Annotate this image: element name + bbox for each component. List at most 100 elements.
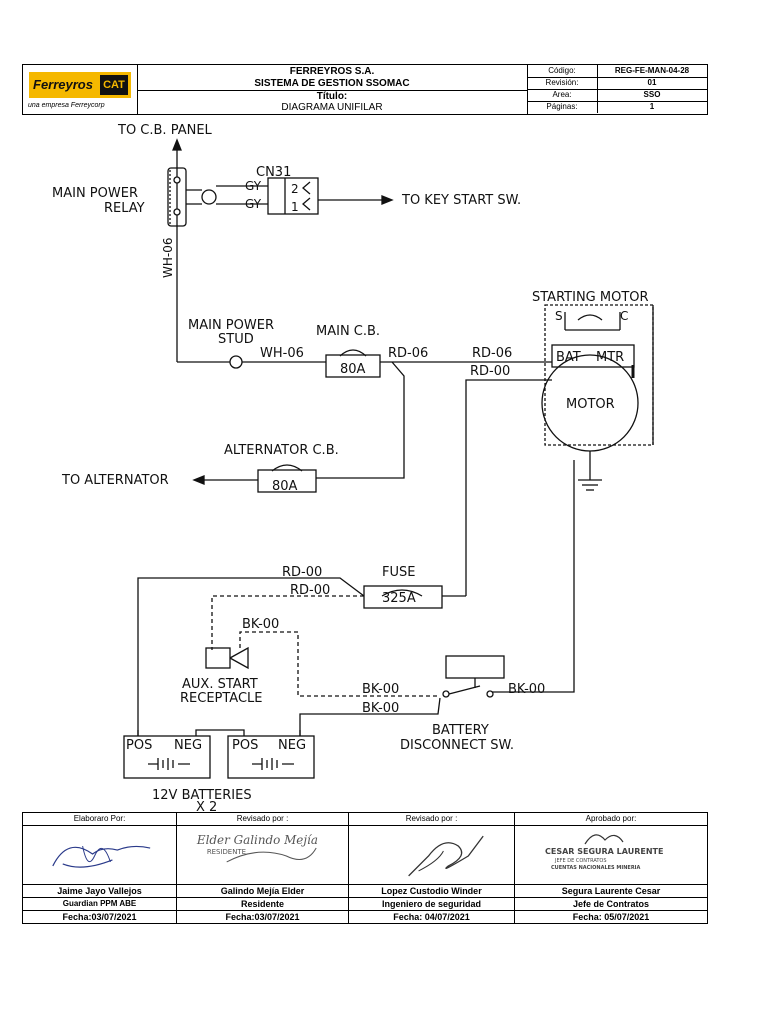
label-disconnect-sw: DISCONNECT SW. <box>400 738 514 753</box>
signer-name: Jaime Jayo Vallejos <box>23 884 176 897</box>
label-c: C <box>620 309 628 323</box>
meta-value: 01 <box>647 78 657 87</box>
label-neg-1: NEG <box>174 738 202 753</box>
signature-col-approved: Aprobado por: CESAR SEGURA LAURENTE JEFE… <box>515 813 707 923</box>
meta-value: REG-FE-MAN-04-28 <box>614 66 690 75</box>
arrow-left-icon <box>192 475 205 485</box>
stamp-name: CESAR SEGURA LAURENTE <box>545 847 663 856</box>
signer-name: Galindo Mejía Elder <box>177 884 348 897</box>
signature-table: Elaboraro Por: Jaime Jayo Vallejos Guard… <box>22 812 708 924</box>
meta-row-code: Código: REG-FE-MAN-04-28 <box>527 65 707 78</box>
title-label: Título: <box>137 90 527 103</box>
label-rd00-a: RD-00 <box>470 364 510 379</box>
label-relay: RELAY <box>104 201 145 216</box>
signer-date: Fecha:03/07/2021 <box>23 910 176 923</box>
signature-col-reviewed-2: Revisado por : Lopez Custodio Winder Ing… <box>349 813 515 923</box>
label-pin-2: 2 <box>291 182 299 196</box>
signer-name: Lopez Custodio Winder <box>349 884 514 897</box>
meta-key: Páginas: <box>527 101 598 113</box>
bat-mtr-terminal <box>551 344 635 368</box>
signature-stamp-image: CESAR SEGURA LAURENTE JEFE DE CONTRATOS … <box>545 834 663 871</box>
company-logo-cell: Ferreyros CAT una empresa Ferreycorp <box>23 65 138 114</box>
header-meta: Código: REG-FE-MAN-04-28 Revisión: 01 Ar… <box>527 65 707 114</box>
main-power-relay <box>167 167 187 227</box>
signer-date: Fecha:03/07/2021 <box>177 910 348 923</box>
signature-head: Elaboraro Por: <box>23 813 176 826</box>
label-motor: MOTOR <box>566 397 615 412</box>
label-receptacle: RECEPTACLE <box>180 691 263 706</box>
main-cb-box <box>325 354 381 378</box>
signature-stamp-image: Elder Galindo Mejía RESIDENTE <box>196 833 318 863</box>
document-title: DIAGRAMA UNIFILAR <box>281 102 383 113</box>
signature-image <box>52 845 151 868</box>
stamp-role: JEFE DE CONTRATOS <box>554 858 607 864</box>
meta-row-revision: Revisión: 01 <box>527 77 707 90</box>
signer-role: Ingeniero de seguridad <box>349 897 514 910</box>
battery-2 <box>227 735 315 779</box>
signature-col-prepared: Elaboraro Por: Jaime Jayo Vallejos Guard… <box>23 813 177 923</box>
label-fuse-val: 325A <box>382 591 416 606</box>
label-main-cb: MAIN C.B. <box>316 324 380 339</box>
label-main-power: MAIN POWER <box>188 318 274 333</box>
logo-tagline: una empresa Ferreycorp <box>28 102 105 109</box>
label-mtr: MTR <box>596 350 624 365</box>
label-rd06-b: RD-06 <box>472 346 512 361</box>
label-main-cb-val: 80A <box>340 362 366 377</box>
label-cn31: CN31 <box>256 165 291 180</box>
signature-col-reviewed-1: Revisado por : Elder Galindo Mejía RESID… <box>177 813 349 923</box>
fuse-box <box>363 585 443 609</box>
label-pos-1: POS <box>126 738 152 753</box>
aux-start-receptacle <box>205 647 231 669</box>
label-main-power-relay: MAIN POWER <box>52 186 138 201</box>
meta-row-pages: Páginas: 1 <box>527 101 707 113</box>
relay-coil-icon <box>201 189 217 205</box>
label-pin-1: 1 <box>291 200 299 214</box>
signature-head: Revisado por : <box>177 813 348 826</box>
label-bk00-d: BK-00 <box>508 682 545 697</box>
signature-head: Aprobado por: <box>515 813 707 826</box>
label-bat: BAT <box>556 350 581 365</box>
signer-role: Residente <box>177 897 348 910</box>
label-to-alternator: TO ALTERNATOR <box>61 473 169 488</box>
label-rd00-c: RD-00 <box>290 583 330 598</box>
cat-logo: CAT <box>100 75 128 95</box>
label-wh06-vertical: WH-06 <box>161 238 175 279</box>
signature-image <box>408 835 484 877</box>
label-bk00-b: BK-00 <box>362 682 399 697</box>
signer-role: Jefe de Contratos <box>515 897 707 910</box>
main-power-stud-icon <box>229 355 243 369</box>
label-bk00-a: BK-00 <box>242 617 279 632</box>
label-to-key-start: TO KEY START SW. <box>401 193 521 208</box>
label-gy-1: GY <box>245 179 262 193</box>
label-stud: STUD <box>218 332 254 347</box>
label-wh06: WH-06 <box>260 346 304 361</box>
logo-brand: Ferreyros <box>33 77 93 92</box>
label-gy-2: GY <box>245 197 262 211</box>
arrow-right-icon <box>381 195 394 205</box>
meta-key: Revisión: <box>527 77 598 89</box>
signer-date: Fecha: 04/07/2021 <box>349 910 514 923</box>
label-battery: BATTERY <box>432 723 489 738</box>
label-starting-motor: STARTING MOTOR <box>532 290 649 305</box>
label-fuse: FUSE <box>382 565 415 580</box>
battery-disconnect-box <box>445 655 505 679</box>
meta-value: SSO <box>643 90 661 99</box>
stamp-name: Elder Galindo Mejía <box>196 833 318 847</box>
system-name: SISTEMA DE GESTION SSOMAC <box>254 78 410 89</box>
label-to-cb-panel: TO C.B. PANEL <box>117 123 213 138</box>
label-x2: X 2 <box>196 800 217 812</box>
meta-row-area: Area: SSO <box>527 89 707 102</box>
label-s: S <box>555 309 563 323</box>
label-neg-2: NEG <box>278 738 306 753</box>
stamp-role: RESIDENTE <box>207 848 246 856</box>
signer-date: Fecha: 05/07/2021 <box>515 910 707 923</box>
alternator-cb-box <box>257 469 317 493</box>
wiring-diagram: TO C.B. PANEL MAIN POWER RELAY CN31 GY G… <box>52 123 654 812</box>
ferreyros-logo: Ferreyros CAT <box>29 72 131 98</box>
meta-key: Código: <box>527 65 598 77</box>
signer-role: Guardian PPM ABE <box>23 897 176 910</box>
label-12v-batteries: 12V BATTERIES <box>152 788 252 803</box>
meta-value: 1 <box>649 102 655 111</box>
label-rd00-b: RD-00 <box>282 565 322 580</box>
stamp-dept: CUENTAS NACIONALES MINERIA <box>551 865 641 871</box>
